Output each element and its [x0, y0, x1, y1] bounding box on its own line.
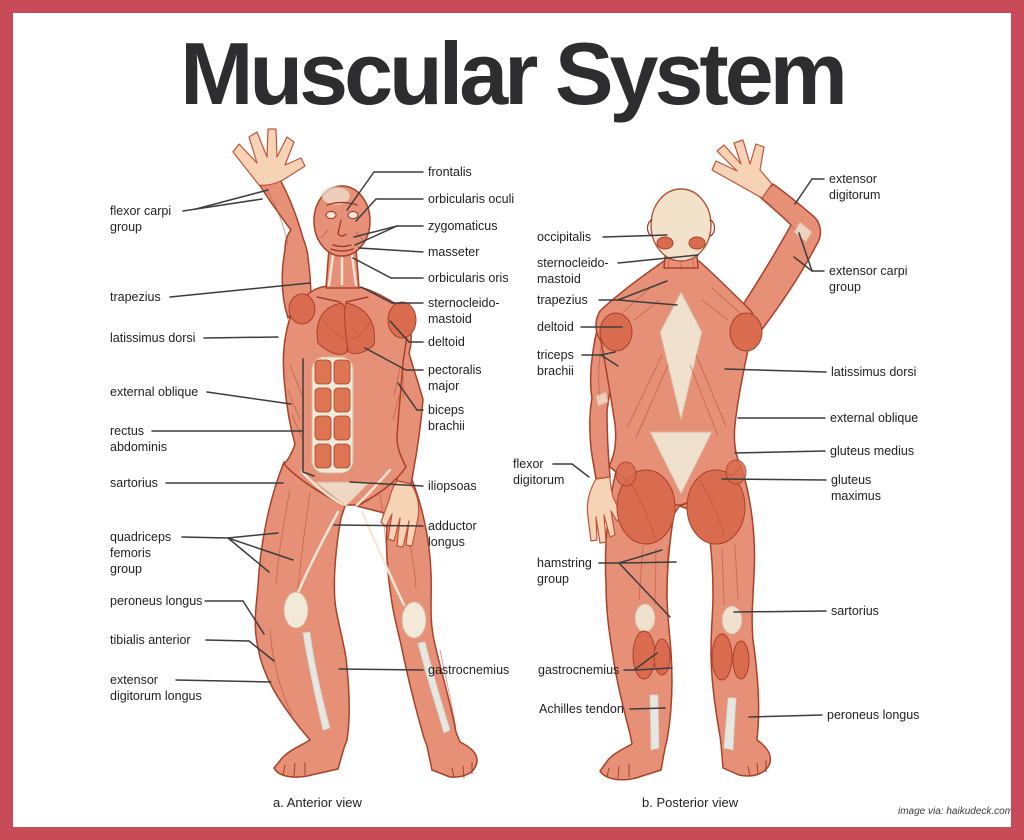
- gluteus-right: [686, 469, 746, 545]
- muscle-label-deltoid-post: deltoid: [537, 320, 574, 334]
- anterior-raised-hand: [232, 128, 306, 186]
- muscle-label-sartorius-post: sartorius: [831, 604, 879, 618]
- muscle-label-gastrocnemius-post: gastrocnemius: [538, 663, 620, 677]
- muscle-label-latissimus-dorsi-post: latissimus dorsi: [831, 365, 917, 379]
- muscle-label-flexor-carpi-group: flexor carpi group: [110, 204, 172, 234]
- posterior-raised-hand: [711, 139, 773, 199]
- muscle-label-tibialis-anterior: tibialis anterior: [110, 633, 191, 647]
- anterior-raised-arm: [232, 128, 312, 319]
- muscle-label-quadriceps-femoris-group: quadriceps femoris group: [110, 530, 172, 576]
- muscle-label-rectus-abdominis: rectus abdominis: [110, 424, 167, 454]
- muscle-label-trapezius-ant: trapezius: [110, 290, 161, 304]
- muscle-label-frontalis: frontalis: [428, 165, 472, 179]
- muscle-label-extensor-digitorum-longus: extensor digitorum longus: [110, 673, 202, 703]
- muscle-label-orbicularis-oris: orbicularis oris: [428, 271, 509, 285]
- muscle-label-extensor-digitorum: extensor digitorum: [829, 172, 881, 202]
- anterior-head: [313, 185, 371, 289]
- leader-lines: [151, 171, 827, 718]
- muscle-label-gastrocnemius-ant: gastrocnemius: [428, 663, 510, 677]
- muscle-label-occipitalis: occipitalis: [537, 230, 592, 244]
- muscle-label-achilles-tendon: Achilles tendon: [539, 702, 624, 716]
- muscle-label-gluteus-maximus: gluteus maximus: [831, 473, 882, 503]
- watermark: image via: haikudeck.com: [898, 806, 1014, 817]
- posterior-caption: b. Posterior view: [642, 795, 739, 810]
- muscle-label-external-oblique-ant: external oblique: [110, 385, 199, 399]
- posterior-head: [646, 188, 716, 270]
- muscle-label-peroneus-longus-post: peroneus longus: [827, 708, 920, 722]
- muscle-label-flexor-digitorum: flexor digitorum: [513, 457, 565, 487]
- muscle-label-hamstring-group: hamstring group: [537, 556, 592, 586]
- gluteus-left: [616, 469, 676, 545]
- anterior-hanging-hand: [380, 480, 420, 548]
- muscle-label-peroneus-longus-ant: peroneus longus: [110, 594, 203, 608]
- muscle-label-sartorius-ant: sartorius: [110, 476, 158, 490]
- posterior-hanging-hand: [586, 476, 623, 544]
- muscle-label-latissimus-dorsi-ant: latissimus dorsi: [110, 331, 196, 345]
- page-title: Muscular System: [180, 24, 848, 123]
- muscle-label-triceps-brachii: triceps brachii: [537, 348, 574, 378]
- muscle-label-gluteus-medius: gluteus medius: [830, 444, 915, 458]
- muscle-label-biceps-brachii: biceps brachii: [428, 403, 465, 433]
- muscle-label-deltoid-ant: deltoid: [428, 335, 465, 349]
- anterior-torso: [282, 284, 417, 507]
- muscle-label-extensor-carpi-group: extensor carpi group: [829, 264, 908, 294]
- anterior-legs: [254, 461, 478, 779]
- muscle-label-adductor-longus: adductor longus: [428, 519, 477, 549]
- muscle-label-external-oblique-post: external oblique: [830, 411, 919, 425]
- muscle-label-orbicularis-oculi: orbicularis oculi: [428, 192, 515, 206]
- muscle-label-masseter: masseter: [428, 245, 480, 259]
- muscle-label-pectoralis-major: pectoralis major: [428, 363, 482, 393]
- muscle-label-sternocleido-mastoid-ant: sternocleido- mastoid: [428, 296, 500, 326]
- posterior-figure: [586, 139, 822, 781]
- anterior-figure: [232, 128, 478, 779]
- muscle-label-trapezius-post: trapezius: [537, 293, 588, 307]
- anterior-caption: a. Anterior view: [273, 795, 362, 810]
- posterior-torso: [595, 260, 763, 545]
- posterior-raised-arm: [711, 139, 822, 333]
- muscle-label-sternocleido-mastoid-post: sternocleido- mastoid: [537, 256, 609, 286]
- muscle-label-iliopsoas: iliopsoas: [428, 479, 477, 493]
- muscle-label-zygomaticus: zygomaticus: [428, 219, 498, 233]
- pectoralis-right: [344, 302, 376, 355]
